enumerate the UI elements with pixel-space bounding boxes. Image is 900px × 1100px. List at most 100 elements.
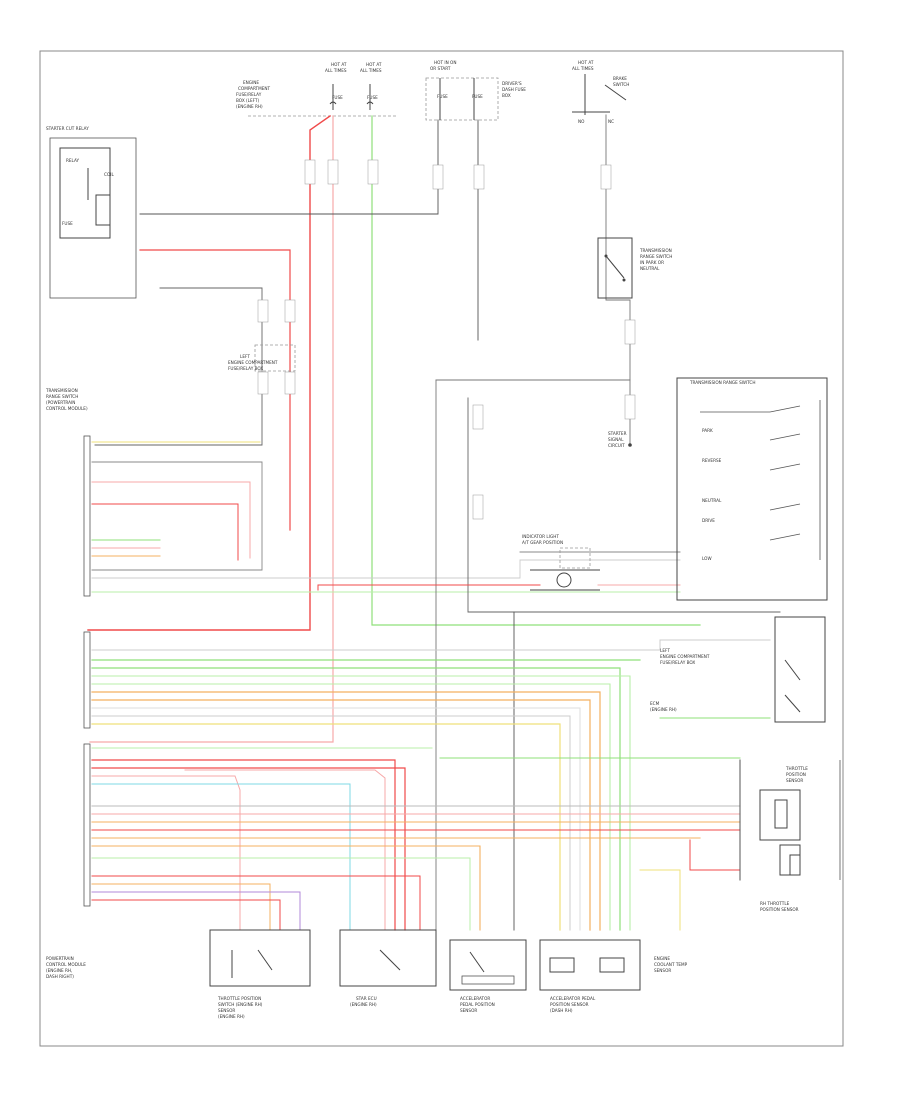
brake-light-switch: LEFT ENGINE COMPARTMENT FUSE/RELAY BOX	[228, 344, 296, 372]
svg-text:THROTTLE POSITION: THROTTLE POSITION	[217, 996, 261, 1001]
svg-text:STARTER CUT RELAY: STARTER CUT RELAY	[46, 126, 89, 131]
svg-text:POWERTRAIN: POWERTRAIN	[46, 956, 74, 961]
svg-text:POSITION SENSOR: POSITION SENSOR	[550, 1002, 589, 1007]
lower-16	[91, 899, 281, 931]
throttle-sensor-right: THROTTLE POSITION SENSOR RH THROTTLE POS…	[759, 760, 841, 912]
svg-text:CIRCUIT: CIRCUIT	[608, 443, 625, 448]
bundle-6	[91, 691, 601, 931]
svg-text:COMPARTMENT: COMPARTMENT	[238, 86, 271, 91]
wire-red-main	[87, 115, 331, 631]
svg-text:HOT AT: HOT AT	[366, 62, 382, 67]
svg-text:FUSE/RELAY BOX: FUSE/RELAY BOX	[660, 660, 695, 665]
svg-text:BOX: BOX	[502, 93, 511, 98]
lower-2	[91, 759, 396, 931]
svg-text:TRANSMISSION: TRANSMISSION	[45, 388, 78, 393]
svg-text:(ENGINE RH): (ENGINE RH)	[650, 707, 677, 712]
bundle-7	[91, 699, 591, 931]
svg-text:ECM: ECM	[650, 701, 660, 706]
lower-14	[91, 883, 271, 931]
wire-red-relay	[139, 249, 291, 531]
svg-text:DASH RIGHT): DASH RIGHT)	[46, 974, 74, 979]
transmission-range-switch: TRANSMISSION RANGE SWITCH IN PARK OR NEU…	[597, 237, 672, 448]
bundle-9	[91, 715, 571, 931]
bundle-10	[91, 723, 561, 931]
diagram-frame	[39, 50, 844, 1047]
wire-red-center	[317, 584, 541, 591]
starter-cut-relay: STARTER CUT RELAY RELAY COIL FUSE	[46, 126, 137, 299]
wire-gray-brake	[605, 114, 631, 446]
lower-yellow-sensor	[639, 869, 681, 931]
svg-text:FUSE: FUSE	[62, 221, 73, 226]
wire-green-1	[371, 115, 701, 626]
svg-text:ALL TIMES: ALL TIMES	[360, 68, 382, 73]
svg-text:(DASH RH): (DASH RH)	[550, 1008, 573, 1013]
svg-text:ENGINE: ENGINE	[243, 80, 259, 85]
svg-text:SWITCH (ENGINE RH): SWITCH (ENGINE RH)	[218, 1002, 263, 1007]
svg-text:(POWERTRAIN: (POWERTRAIN	[46, 400, 75, 405]
wire-tags	[257, 159, 636, 520]
bundle-5	[91, 683, 611, 931]
lower-5	[91, 783, 351, 931]
wire-black-neutral	[467, 397, 781, 613]
svg-text:SENSOR: SENSOR	[460, 1008, 477, 1013]
svg-text:ENGINE COMPARTMENT: ENGINE COMPARTMENT	[228, 360, 278, 365]
svg-text:A/T GEAR POSITION: A/T GEAR POSITION	[522, 540, 563, 545]
svg-text:STAR ECU: STAR ECU	[356, 996, 377, 1001]
svg-text:FUSE: FUSE	[472, 94, 483, 99]
svg-text:ACCELERATOR: ACCELERATOR	[460, 996, 490, 1001]
svg-text:HOT IN ON: HOT IN ON	[434, 60, 456, 65]
svg-text:NC: NC	[608, 119, 614, 124]
lower-15	[91, 891, 301, 931]
top-fuse-block: ENGINE COMPARTMENT FUSE/RELAY BOX (LEFT)…	[236, 60, 629, 124]
lower-12	[91, 857, 471, 931]
svg-text:INDICATOR LIGHT: INDICATOR LIGHT	[522, 534, 559, 539]
lower-red-sensor	[689, 839, 741, 871]
wire-gray-l8	[91, 559, 681, 579]
svg-text:FUSE: FUSE	[437, 94, 448, 99]
svg-text:SIGNAL: SIGNAL	[608, 437, 624, 442]
bottom-sensor-1: THROTTLE POSITION SWITCH (ENGINE RH) SEN…	[209, 929, 311, 1019]
svg-text:PEDAL POSITION: PEDAL POSITION	[460, 1002, 495, 1007]
svg-text:BRAKE: BRAKE	[613, 76, 627, 81]
svg-text:BOX (LEFT): BOX (LEFT)	[236, 98, 260, 103]
svg-text:NEUTRAL: NEUTRAL	[702, 498, 722, 503]
right-switch-panel: TRANSMISSION RANGE SWITCH PARK REVERSE N…	[676, 377, 828, 601]
svg-text:FUSE/RELAY: FUSE/RELAY	[236, 92, 262, 97]
svg-text:RANGE SWITCH: RANGE SWITCH	[46, 394, 78, 399]
svg-text:ALL TIMES: ALL TIMES	[572, 66, 594, 71]
svg-text:IN PARK OR: IN PARK OR	[640, 260, 664, 265]
wire-red-2	[89, 115, 334, 743]
sensor-switch-right: LEFT ENGINE COMPARTMENT FUSE/RELAY BOX E…	[650, 616, 826, 723]
svg-text:(ENGINE RH): (ENGINE RH)	[236, 104, 263, 109]
svg-text:NEUTRAL: NEUTRAL	[640, 266, 660, 271]
wire-red-l4	[91, 503, 239, 561]
svg-text:FUSE: FUSE	[332, 95, 343, 100]
svg-text:REVERSE: REVERSE	[702, 458, 722, 463]
bundle-1	[91, 639, 771, 651]
bottom-sensor-2: STAR ECU (ENGINE RH)	[339, 929, 437, 1007]
svg-text:OR START: OR START	[430, 66, 451, 71]
svg-text:(ENGINE RH,: (ENGINE RH,	[46, 968, 72, 973]
svg-text:SWITCH: SWITCH	[613, 82, 629, 87]
lower-11	[91, 845, 481, 931]
wire-gray-l2	[91, 461, 263, 571]
svg-text:ALL TIMES: ALL TIMES	[325, 68, 347, 73]
svg-text:SENSOR: SENSOR	[218, 1008, 235, 1013]
svg-text:LEFT: LEFT	[240, 354, 250, 359]
bottom-sensor-3: ACCELERATOR PEDAL POSITION SENSOR	[449, 939, 527, 1013]
svg-text:PARK: PARK	[702, 428, 713, 433]
svg-text:LOW: LOW	[702, 556, 712, 561]
lower-3	[91, 767, 406, 931]
svg-text:DASH FUSE: DASH FUSE	[502, 87, 526, 92]
svg-text:STARTER: STARTER	[608, 431, 627, 436]
svg-text:CONTROL MODULE: CONTROL MODULE	[46, 962, 86, 967]
svg-text:THROTTLE: THROTTLE	[785, 766, 808, 771]
svg-text:RELAY: RELAY	[66, 158, 80, 163]
svg-text:FUSE: FUSE	[367, 95, 378, 100]
svg-text:ENGINE COMPARTMENT: ENGINE COMPARTMENT	[660, 654, 710, 659]
bundle-4	[91, 675, 631, 931]
bottom-sensor-5: ENGINE COOLANT TEMP SENSOR	[654, 956, 688, 973]
speed-sensor-center: INDICATOR LIGHT A/T GEAR POSITION	[522, 534, 600, 591]
